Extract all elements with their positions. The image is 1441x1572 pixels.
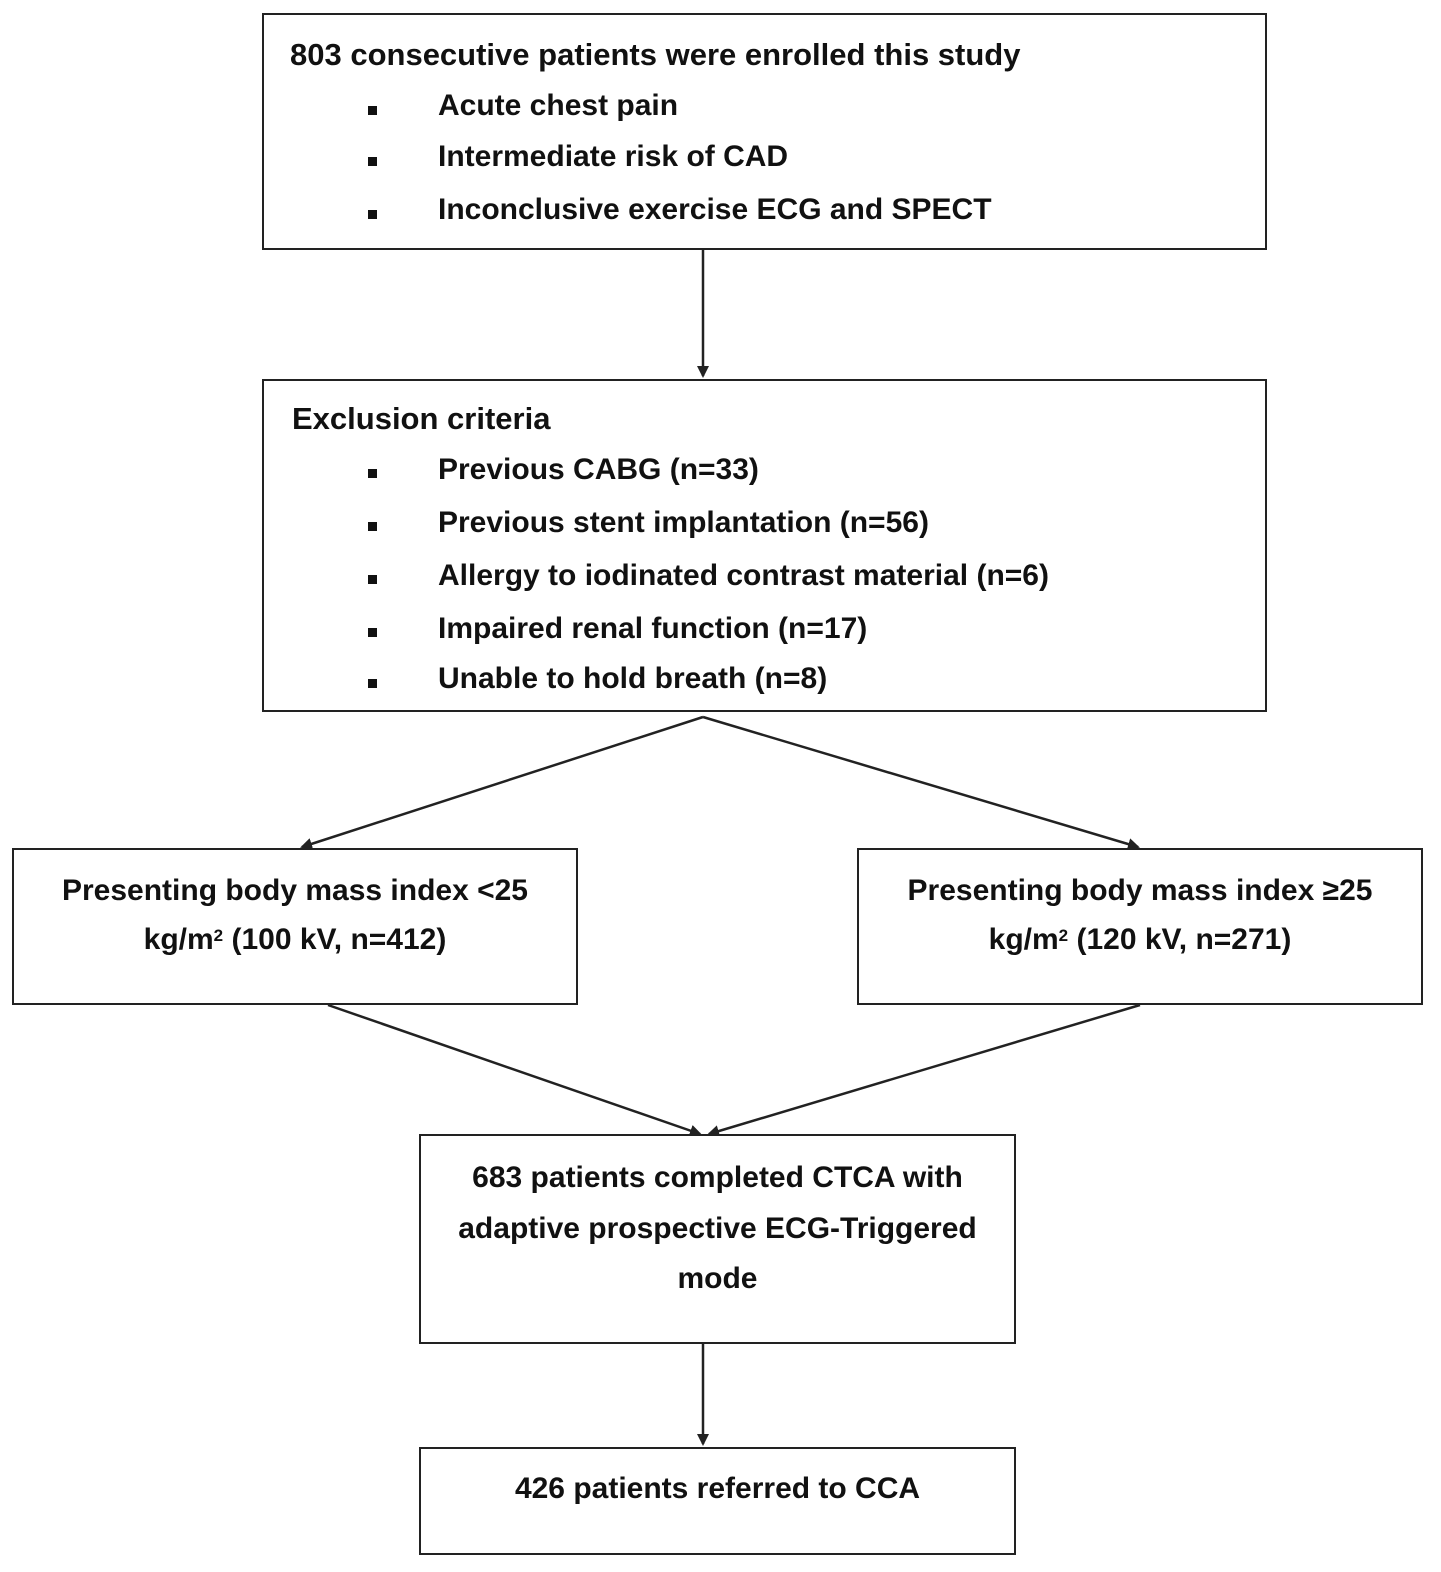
bmi-low-line1: Presenting body mass index <25 [61,874,528,907]
bullet-icon [368,522,377,531]
enrollment-title: 803 consecutive patients were enrolled t… [290,37,1021,72]
exclusion-item: Unable to hold breath (n=8) [438,662,828,695]
exclusion-title: Exclusion criteria [292,401,551,436]
bmi-high-unit-sup: 2 [1058,926,1069,945]
bmi-high-box: Presenting body mass index ≥25 kg/m2 (12… [857,848,1423,1005]
referred-text: 426 patients referred to CCA [514,1472,921,1505]
exclusion-item: Allergy to iodinated contrast material (… [438,559,1049,592]
arrow-exclusion-to-bmi-low [300,715,704,850]
completed-box: 683 patients completed CTCA with adaptiv… [419,1134,1016,1344]
bmi-high-line1: Presenting body mass index ≥25 [907,874,1373,907]
arrow-bmi-high-to-completed [707,1003,1141,1137]
exclusion-item: Impaired renal function (n=17) [438,612,868,645]
exclusion-item: Previous stent implantation (n=56) [438,506,929,539]
bullet-icon [368,469,377,478]
enrollment-item: Intermediate risk of CAD [438,140,789,173]
bullet-icon [368,575,377,584]
bullet-icon [368,628,377,637]
bullet-icon [368,679,377,688]
enrollment-item: Inconclusive exercise ECG and SPECT [438,193,992,226]
exclusion-box: Exclusion criteria Previous CABG (n=33) … [262,379,1267,712]
bmi-low-detail: (100 kV, n=412) [223,923,447,956]
completed-line2: adaptive prospective ECG-Triggered [458,1212,977,1245]
referred-box: 426 patients referred to CCA [419,1447,1016,1555]
bullet-icon [368,106,377,115]
bullet-icon [368,210,377,219]
completed-line3: mode [677,1262,758,1295]
bmi-high-line2: kg/m2 (120 kV, n=271) [859,915,1421,965]
bmi-low-unit-sup: 2 [213,926,224,945]
bmi-low-line2: kg/m2 (100 kV, n=412) [14,915,576,965]
enrollment-box: 803 consecutive patients were enrolled t… [262,13,1267,250]
arrow-exclusion-to-bmi-high [702,715,1140,850]
bmi-low-unit: kg/m [143,923,214,956]
bmi-low-box: Presenting body mass index <25 kg/m2 (10… [12,848,578,1005]
bmi-high-detail: (120 kV, n=271) [1068,923,1292,956]
bullet-icon [368,157,377,166]
exclusion-item: Previous CABG (n=33) [438,453,759,486]
completed-line1: 683 patients completed CTCA with [472,1161,963,1194]
arrow-bmi-low-to-completed [327,1003,702,1137]
bmi-high-unit: kg/m [988,923,1059,956]
enrollment-item: Acute chest pain [438,89,679,122]
